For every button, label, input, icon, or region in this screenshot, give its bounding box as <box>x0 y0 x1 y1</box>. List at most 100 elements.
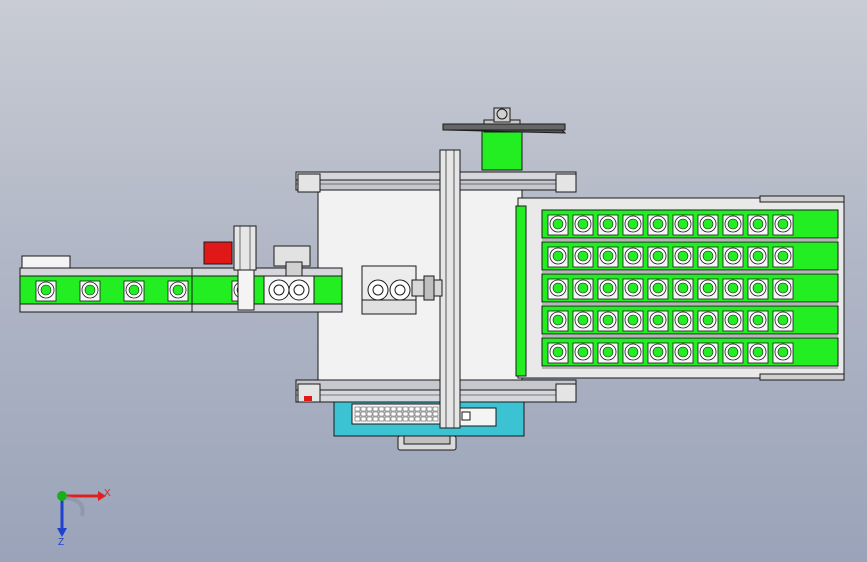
pocket <box>672 278 694 300</box>
pocket <box>547 214 569 236</box>
pocket <box>597 246 619 268</box>
pocket <box>547 310 569 332</box>
pocket <box>697 246 719 268</box>
view-triad[interactable] <box>57 491 106 537</box>
pocket <box>547 278 569 300</box>
pocket <box>572 246 594 268</box>
pocket <box>772 310 794 332</box>
top-drive-assembly <box>442 107 567 171</box>
pocket <box>672 310 694 332</box>
key <box>402 406 409 412</box>
pocket <box>647 310 669 332</box>
tray-rows <box>541 209 839 369</box>
key <box>354 406 361 412</box>
pocket <box>697 214 719 236</box>
key <box>414 406 421 412</box>
key <box>408 406 415 412</box>
pocket <box>697 342 719 364</box>
key <box>402 411 409 417</box>
key <box>426 416 433 422</box>
pocket <box>722 246 744 268</box>
key <box>354 411 361 417</box>
key <box>360 416 367 422</box>
pocket <box>672 246 694 268</box>
tray-row <box>541 241 839 273</box>
pocket <box>597 342 619 364</box>
pocket <box>597 214 619 236</box>
key <box>396 416 403 422</box>
key <box>396 411 403 417</box>
pocket <box>722 310 744 332</box>
key <box>390 411 397 417</box>
key <box>384 411 391 417</box>
pocket <box>772 278 794 300</box>
key <box>432 411 439 417</box>
key <box>390 416 397 422</box>
pocket <box>747 342 769 364</box>
pocket <box>622 342 644 364</box>
key <box>384 406 391 412</box>
pick-head <box>361 265 443 315</box>
key <box>420 416 427 422</box>
key <box>366 416 373 422</box>
key <box>372 416 379 422</box>
key <box>378 406 385 412</box>
key <box>366 406 373 412</box>
y-axis-dot <box>57 491 67 501</box>
pocket <box>672 214 694 236</box>
keyboard-panel[interactable] <box>354 406 439 422</box>
pocket <box>722 278 744 300</box>
pocket <box>547 342 569 364</box>
pocket <box>597 310 619 332</box>
pocket <box>647 214 669 236</box>
tray-row <box>541 337 839 369</box>
pocket <box>697 310 719 332</box>
pocket <box>647 246 669 268</box>
key <box>378 416 385 422</box>
key <box>378 411 385 417</box>
key <box>396 406 403 412</box>
pocket <box>547 246 569 268</box>
key <box>414 411 421 417</box>
key <box>414 416 421 422</box>
pocket <box>572 310 594 332</box>
pocket <box>722 214 744 236</box>
pocket <box>597 278 619 300</box>
pocket <box>622 246 644 268</box>
triad-x-label: X <box>104 488 111 499</box>
pocket <box>672 342 694 364</box>
pocket <box>772 342 794 364</box>
key <box>366 411 373 417</box>
key <box>390 406 397 412</box>
key <box>420 406 427 412</box>
pocket <box>35 280 57 302</box>
pocket <box>747 278 769 300</box>
pocket <box>747 214 769 236</box>
infeed-conveyor <box>19 225 343 313</box>
pocket <box>572 278 594 300</box>
tray-row <box>541 209 839 241</box>
key <box>432 406 439 412</box>
pocket <box>747 310 769 332</box>
pocket <box>697 278 719 300</box>
key <box>372 411 379 417</box>
tray-table <box>515 195 845 381</box>
key <box>426 411 433 417</box>
pocket <box>79 280 101 302</box>
key <box>360 411 367 417</box>
pocket <box>167 280 189 302</box>
key <box>354 416 361 422</box>
pocket <box>622 278 644 300</box>
key <box>432 416 439 422</box>
pocket <box>722 342 744 364</box>
key <box>420 411 427 417</box>
triad-z-label: Z <box>58 537 64 548</box>
pocket <box>622 310 644 332</box>
main-frame <box>295 171 577 403</box>
pocket <box>747 246 769 268</box>
key <box>372 406 379 412</box>
key <box>408 411 415 417</box>
key <box>426 406 433 412</box>
